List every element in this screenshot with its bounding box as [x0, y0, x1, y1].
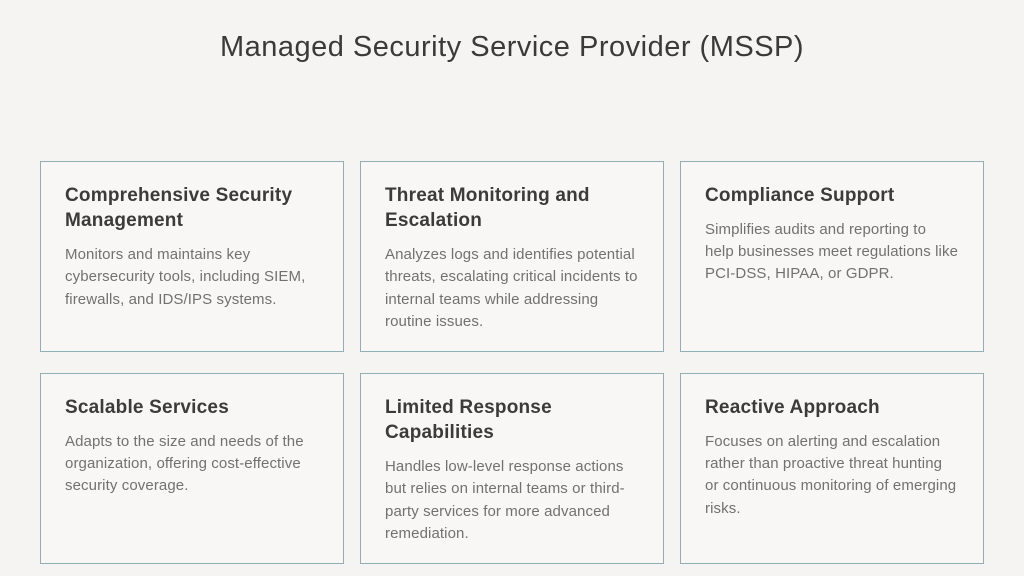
card-body: Analyzes logs and identifies potential t…: [385, 246, 638, 330]
page-title: Managed Security Service Provider (MSSP): [219, 31, 805, 63]
card-heading: Threat Monitoring and Escalation: [385, 185, 590, 232]
card-heading: Reactive Approach: [705, 397, 880, 418]
card-limited-response-capabilities: Limited Response Capabilities Handles lo…: [360, 373, 664, 564]
card-heading: Comprehensive Security Management: [65, 185, 293, 232]
card-comprehensive-security-management: Comprehensive Security Management Monito…: [40, 161, 344, 352]
card-body: Focuses on alerting and escalation rathe…: [705, 433, 957, 517]
card-grid: Comprehensive Security Management Monito…: [40, 161, 984, 564]
card-scalable-services: Scalable Services Adapts to the size and…: [40, 373, 344, 564]
card-reactive-approach: Reactive Approach Focuses on alerting an…: [680, 373, 984, 564]
card-body: Handles low-level response actions but r…: [385, 458, 625, 542]
card-heading: Compliance Support: [705, 185, 895, 206]
card-threat-monitoring-and-escalation: Threat Monitoring and Escalation Analyze…: [360, 161, 664, 352]
card-compliance-support: Compliance Support Simplifies audits and…: [680, 161, 984, 352]
mssp-infographic-slide: Managed Security Service Provider (MSSP)…: [0, 31, 1024, 576]
card-body: Monitors and maintains key cybersecurity…: [65, 246, 306, 308]
card-body: Adapts to the size and needs of the orga…: [65, 433, 304, 495]
card-heading: Scalable Services: [65, 397, 229, 418]
card-body: Simplifies audits and reporting to help …: [705, 221, 959, 283]
card-heading: Limited Response Capabilities: [385, 397, 552, 444]
